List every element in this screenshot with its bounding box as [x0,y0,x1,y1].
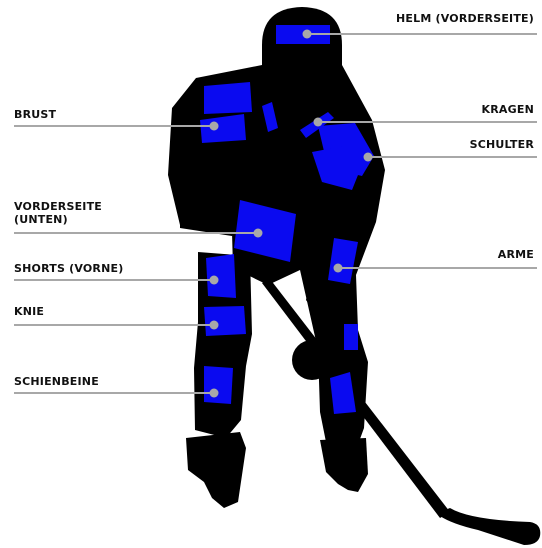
zone-shorts-front [206,254,236,298]
zone-knee [204,306,246,336]
dot-shins [210,389,219,398]
dot-shoulder [364,153,373,162]
label-helmet-front: HELM (VORDERSEITE) [396,12,534,25]
hockey-stick [262,279,540,545]
label-shorts-front: SHORTS (VORNE) [14,262,123,275]
dot-collar [314,118,323,127]
label-knee: KNIE [14,305,44,318]
label-lower-front: VORDERSEITE (UNTEN) [14,200,102,226]
dot-shorts [210,276,219,285]
dot-helmet [303,30,312,39]
dot-lower-front [254,229,263,238]
dot-knee [210,321,219,330]
zone-knee-right [344,324,358,350]
label-arms: ARME [498,248,534,261]
zone-shins [204,366,233,404]
label-shoulder: SCHULTER [470,138,534,151]
label-shins: SCHIENBEINE [14,375,99,388]
dot-arms [334,264,343,273]
zone-chest [204,82,252,114]
label-chest: BRUST [14,108,56,121]
dot-chest [210,122,219,131]
label-collar: KRAGEN [482,103,534,116]
